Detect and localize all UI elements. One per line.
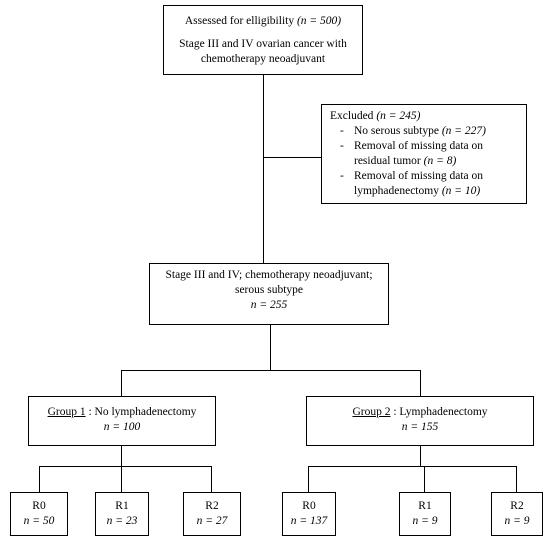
group2-r0-label: R0 xyxy=(302,500,316,512)
connector-group2-r1 xyxy=(424,466,425,492)
group1-r2-count: n = 27 xyxy=(196,514,228,527)
excluded-item-lymph: -Removal of missing data on lymphadenect… xyxy=(340,169,484,197)
connector-groups-bar xyxy=(121,370,420,371)
stage-line-1: Stage III and IV; chemotherapy neoadjuva… xyxy=(165,269,373,281)
connector-stage-down xyxy=(270,325,271,370)
connector-group1-r1 xyxy=(121,466,122,492)
group1-r2-box: R2 n = 27 xyxy=(183,492,241,536)
connector-assessed-to-stage xyxy=(263,75,264,263)
group1-r0-box: R0 n = 50 xyxy=(10,492,68,536)
group1-box: Group 1 : No lymphadenectomy n = 100 xyxy=(28,396,216,446)
group1-r1-count: n = 23 xyxy=(106,514,138,527)
excluded-title: Excluded (n = 245) xyxy=(330,110,421,122)
connector-group1-bar xyxy=(39,466,211,467)
excluded-item-residual: -Removal of missing data on residual tum… xyxy=(340,139,484,167)
excluded-item-serous: -No serous subtype (n = 227) xyxy=(340,124,487,137)
group1-r2-label: R2 xyxy=(205,500,219,512)
connector-group1-down xyxy=(121,446,122,466)
excluded-box: Excluded (n = 245) -No serous subtype (n… xyxy=(321,104,527,204)
group2-r0-count: n = 137 xyxy=(290,514,328,527)
group1-r0-label: R0 xyxy=(32,500,46,512)
assessed-criteria: Stage III and IV ovarian cancer with xyxy=(179,37,347,50)
connector-group2-r2 xyxy=(516,466,517,492)
connector-group2-bar xyxy=(308,466,516,467)
group2-box: Group 2 : Lymphadenectomy n = 155 xyxy=(306,396,534,446)
stage-line-2: serous subtype xyxy=(234,283,304,296)
group2-r2-label: R2 xyxy=(510,500,524,512)
assessed-box: Assessed for elligibility (n = 500) Stag… xyxy=(163,5,363,75)
stage-count: n = 255 xyxy=(250,298,288,311)
group2-title: Group 2 : Lymphadenectomy xyxy=(352,406,488,418)
group1-r1-label: R1 xyxy=(115,500,129,512)
group1-r1-box: R1 n = 23 xyxy=(95,492,149,536)
assessed-title: Assessed for elligibility (n = 500) xyxy=(184,15,342,27)
connector-group2-r0 xyxy=(308,466,309,492)
connector-group2-down xyxy=(420,446,421,466)
group2-count: n = 155 xyxy=(401,420,439,433)
connector-to-group1 xyxy=(121,370,122,396)
group1-count: n = 100 xyxy=(103,420,141,433)
stage-box: Stage III and IV; chemotherapy neoadjuva… xyxy=(149,263,389,325)
connector-to-excluded xyxy=(263,157,321,158)
assessed-criteria-2: chemotherapy neoadjuvant xyxy=(200,52,326,65)
connector-to-group2 xyxy=(420,370,421,396)
group2-r2-count: n = 9 xyxy=(504,514,530,527)
group2-r0-box: R0 n = 137 xyxy=(282,492,336,536)
group1-r0-count: n = 50 xyxy=(23,514,55,527)
connector-group1-r0 xyxy=(39,466,40,492)
connector-group1-r2 xyxy=(211,466,212,492)
group2-r1-label: R1 xyxy=(418,500,432,512)
group2-r2-box: R2 n = 9 xyxy=(491,492,543,536)
group2-r1-count: n = 9 xyxy=(412,514,438,527)
excluded-list: -No serous subtype (n = 227) -Removal of… xyxy=(330,124,518,199)
group1-title: Group 1 : No lymphadenectomy xyxy=(47,406,197,418)
group2-r1-box: R1 n = 9 xyxy=(399,492,451,536)
